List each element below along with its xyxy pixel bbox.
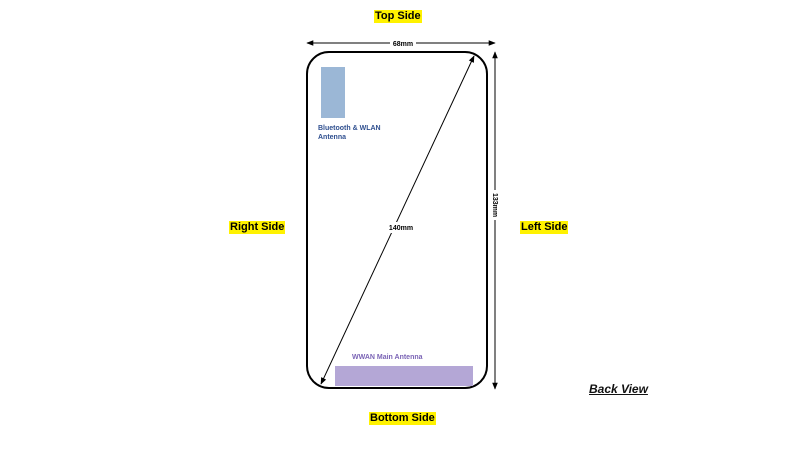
device-outline <box>306 51 488 389</box>
width-dimension-label: 68mm <box>393 41 413 48</box>
bottom-side-label: Bottom Side <box>369 412 436 425</box>
diagonal-dimension-label: 140mm <box>389 225 413 232</box>
right-side-label: Right Side <box>229 221 286 234</box>
diagonal-label-backdrop <box>386 222 416 233</box>
top-side-label: Top Side <box>374 10 422 23</box>
width-label-backdrop <box>390 38 416 48</box>
bluetooth-wlan-antenna-block <box>321 67 345 118</box>
wwan-main-antenna-block <box>335 366 473 386</box>
diagonal-dimension-line <box>320 55 475 385</box>
bluetooth-wlan-label-line2: Antenna <box>318 134 346 141</box>
left-side-label: Left Side <box>520 221 569 234</box>
back-view-title: Back View <box>589 382 648 396</box>
height-dimension-label: 133mm <box>491 193 498 217</box>
wwan-main-antenna-label: WWAN Main Antenna <box>352 354 423 361</box>
height-label-backdrop <box>490 190 500 220</box>
bluetooth-wlan-label-line1: Bluetooth & WLAN <box>318 125 381 132</box>
